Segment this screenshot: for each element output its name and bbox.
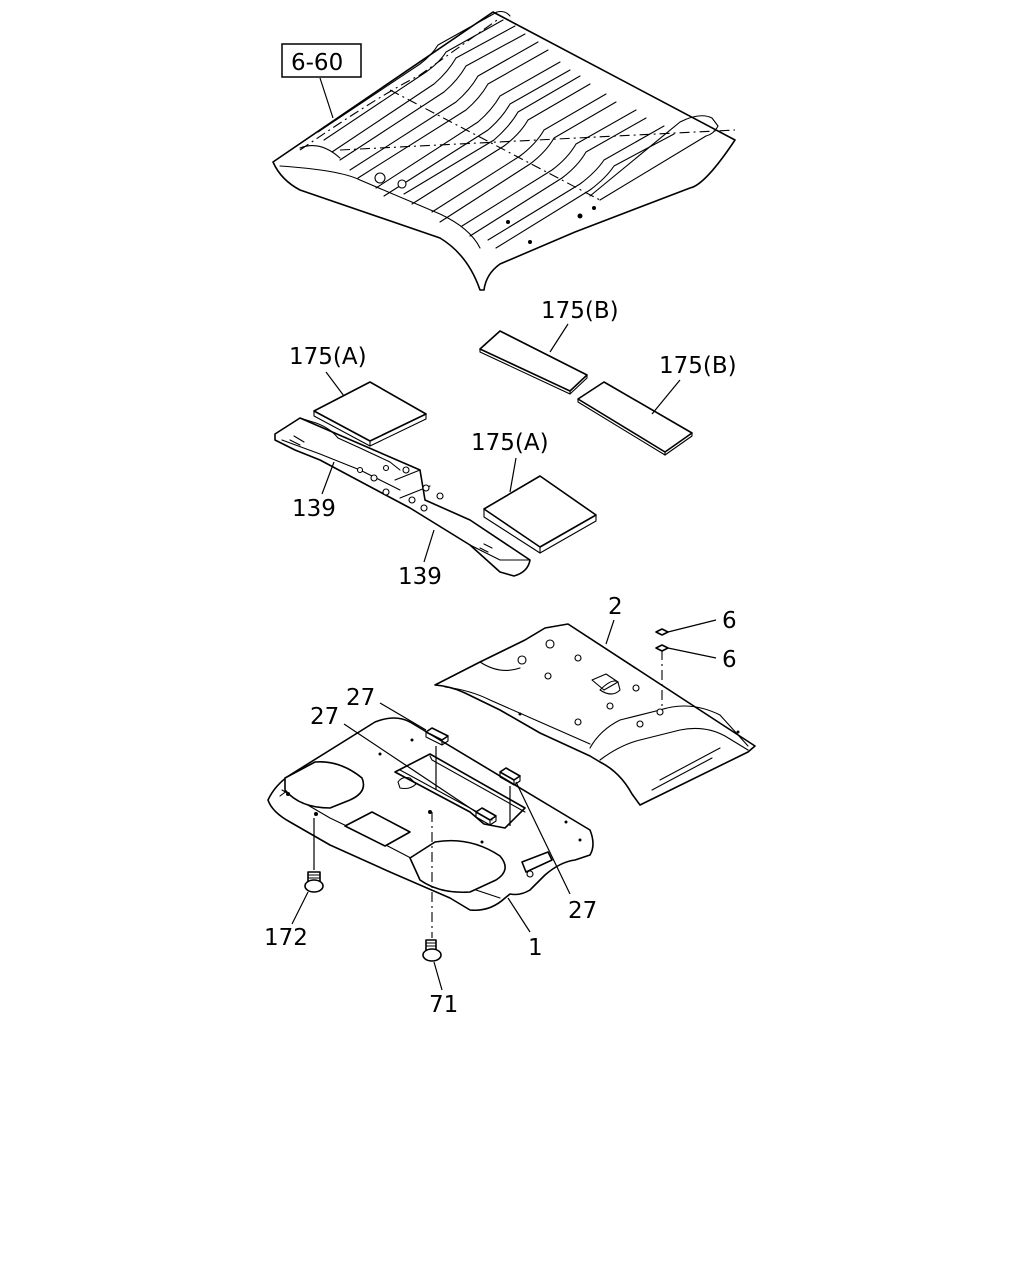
pad-27-lower: [475, 807, 497, 826]
leader-71: [433, 961, 443, 991]
leader-175a-upper: [325, 371, 345, 397]
reference-label: 6-60: [291, 50, 343, 76]
insulator-175b-upper: [479, 330, 588, 395]
pad-27-right: [499, 767, 521, 786]
leader-27-middle: [343, 723, 477, 813]
screw-172: [304, 871, 324, 893]
leader-27-right: [515, 781, 571, 895]
callout-2: 2: [608, 594, 623, 620]
reference-box: [281, 43, 362, 78]
callout-172: 172: [264, 925, 308, 951]
front-headlining: [267, 717, 594, 912]
callout-175a-lower: 175(A): [471, 430, 549, 456]
leader-2: [605, 619, 615, 645]
insulator-175b-lower: [577, 381, 693, 456]
leader-175b-lower: [651, 379, 681, 415]
pad-27-top: [425, 727, 449, 746]
headlining-rear: [434, 623, 756, 806]
insulator-175a-lower: [483, 475, 597, 554]
leader-139-upper: [321, 461, 335, 495]
leader-27-top: [379, 702, 427, 731]
clip-6-upper: [655, 628, 669, 636]
screw-71: [422, 939, 442, 962]
leader-175a-lower: [509, 457, 517, 493]
callout-71: 71: [429, 992, 458, 1018]
reference-leader: [319, 77, 334, 119]
callout-1: 1: [528, 935, 543, 961]
bracket-139: [274, 417, 531, 577]
callout-6-upper: 6: [722, 608, 737, 634]
leader-1: [507, 897, 531, 933]
insulator-175a-upper: [313, 381, 427, 447]
callout-175a-upper: 175(A): [289, 344, 367, 370]
callout-27-middle: 27: [310, 704, 339, 730]
leader-172: [291, 891, 309, 925]
callout-139-upper: 139: [292, 496, 336, 522]
callout-175b-upper: 175(B): [541, 298, 619, 324]
callout-139-lower: 139: [398, 564, 442, 590]
callout-6-lower: 6: [722, 647, 737, 673]
callout-27-top: 27: [346, 685, 375, 711]
leader-175b-upper: [549, 323, 569, 353]
roof-panel: [272, 10, 736, 291]
leader-139-lower: [423, 529, 435, 563]
leader-6-lower: [667, 647, 717, 659]
callout-27-right: 27: [568, 898, 597, 924]
callout-175b-lower: 175(B): [659, 353, 737, 379]
leader-6-upper: [667, 619, 717, 633]
